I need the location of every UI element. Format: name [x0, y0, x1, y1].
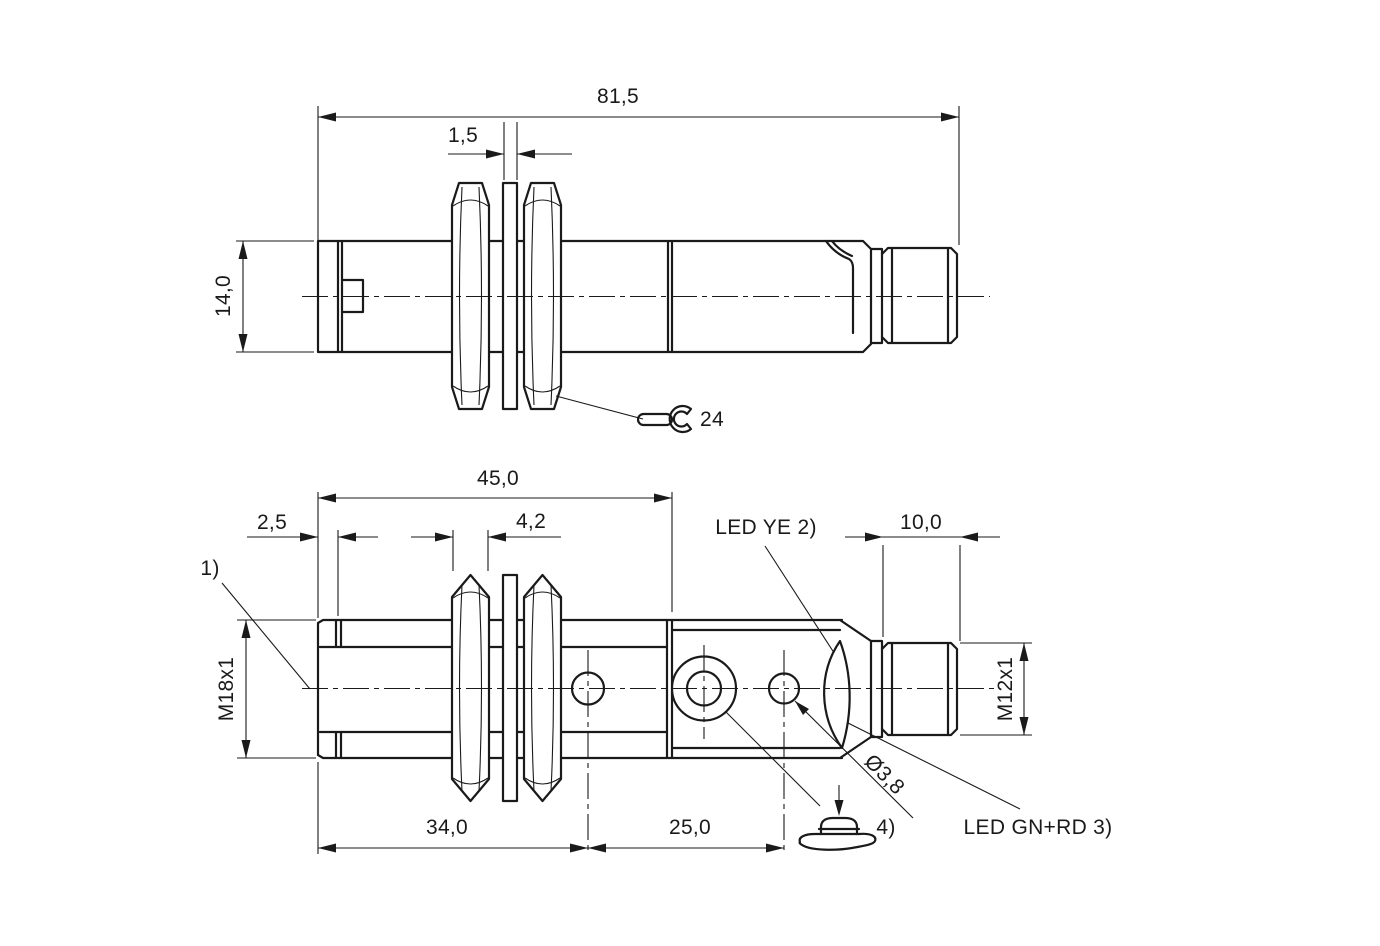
label-connector-thread-m12: M12x1: [994, 656, 1017, 722]
dim-thread-length: 45,0: [476, 467, 520, 490]
dim-nut-thickness: 4,2: [515, 510, 547, 533]
dim-hole-spacing: 25,0: [668, 816, 712, 839]
wrench-callout: [555, 395, 693, 434]
dim-connector-length: 10,0: [899, 511, 943, 534]
label-led-yellow: LED YE 2): [715, 516, 817, 539]
dim-washer-thickness: 1,5: [447, 124, 479, 147]
hole-diameter-leader: [794, 700, 914, 819]
side-view-drawing: [236, 106, 990, 434]
dim-overall-length: 81,5: [596, 85, 640, 108]
label-led-green-red: LED GN+RD 3): [963, 816, 1113, 839]
led-yellow-leader: [764, 545, 839, 660]
label-thread-m18: M18x1: [215, 656, 238, 722]
side-view-dimension-lines: [236, 106, 960, 353]
cap-seam-curve: [824, 239, 855, 335]
front-view-drawing: [221, 492, 1032, 854]
led-window: [823, 639, 851, 750]
front-view-lower-dimensions: [237, 619, 1032, 854]
label-wrench-size: 24: [700, 408, 724, 431]
footnote-1-ref: 1): [200, 557, 220, 580]
wrench-icon: [636, 404, 693, 434]
dim-hole-position: 34,0: [425, 816, 469, 839]
teach-button-icon: [798, 785, 877, 851]
front-view-dimension-lines: [247, 492, 1000, 641]
footnote-4-ref: 4): [876, 816, 896, 839]
dim-tip-length: 2,5: [256, 511, 288, 534]
m12-connector: [880, 246, 959, 345]
dim-housing-height: 14,0: [212, 274, 235, 318]
footnote-1-leader: [221, 582, 311, 690]
front-view-leaders: [221, 545, 1021, 810]
